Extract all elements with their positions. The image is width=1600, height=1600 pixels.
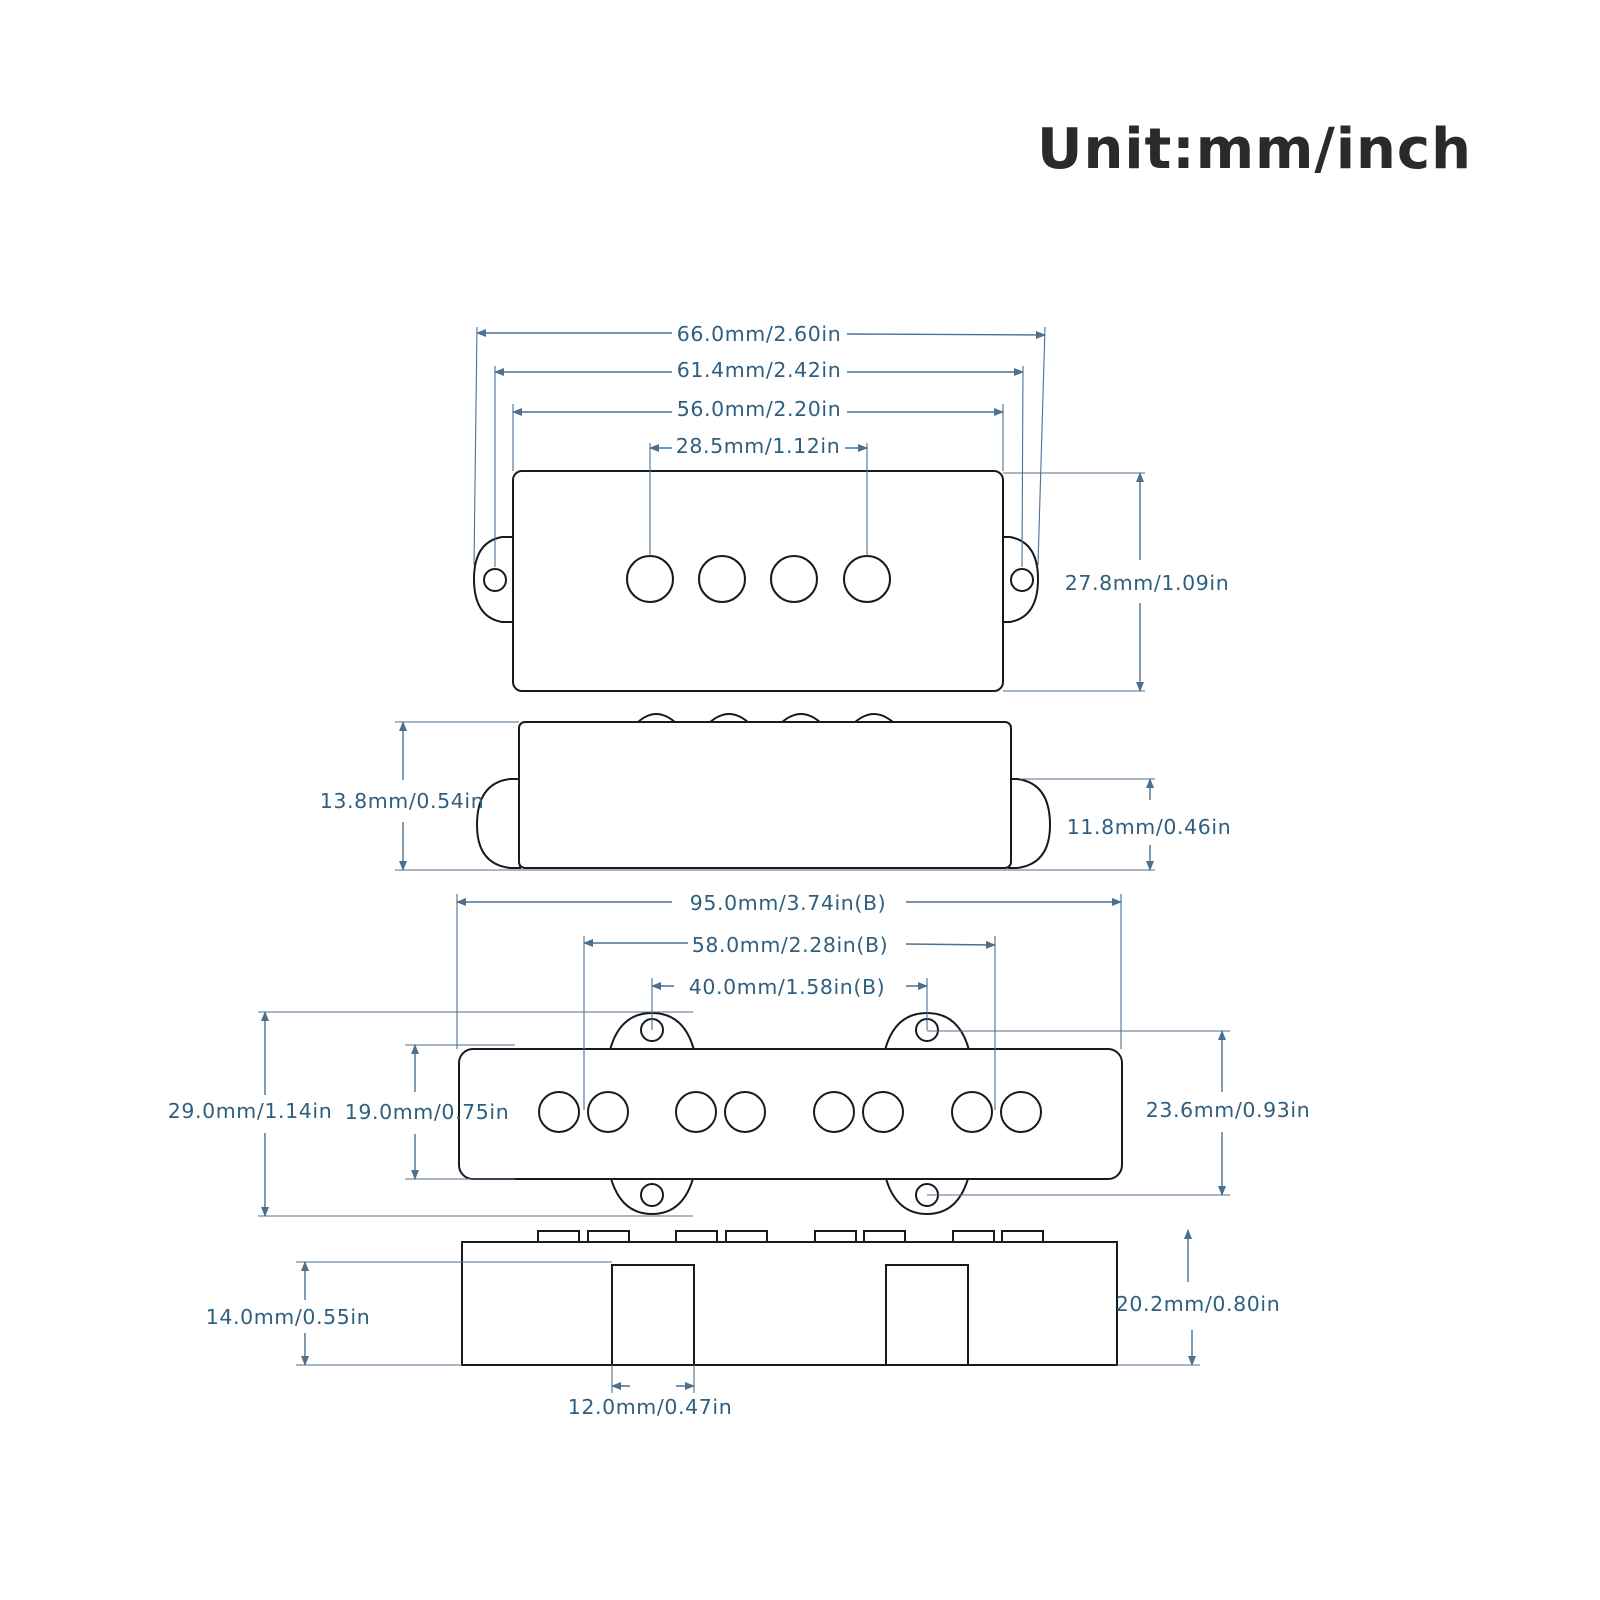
j-bass-depth-with-ears-label: 29.0mm/1.14in bbox=[168, 1099, 333, 1123]
p-bass-right-mount-hole bbox=[1010, 568, 1034, 592]
j-bass-pole-5 bbox=[813, 1091, 855, 1133]
j-bass-top-view bbox=[458, 1011, 1123, 1216]
p-bass-right-ear bbox=[999, 536, 1040, 623]
j-bass-side-view bbox=[461, 1230, 1118, 1366]
p-bass-left-mount-hole bbox=[483, 568, 507, 592]
j-bass-mount-hole-bottom-left bbox=[640, 1183, 664, 1207]
j-bass-cover bbox=[458, 1048, 1123, 1180]
j-bass-leg-width-label: 12.0mm/0.47in bbox=[568, 1395, 733, 1419]
p-bass-dimension-61: 61.4mm/2.42in bbox=[494, 358, 1024, 382]
p-bass-side-right-ear bbox=[1008, 778, 1052, 869]
j-bass-side-pole-6 bbox=[863, 1230, 906, 1243]
j-bass-dimension-leg-width: 12.0mm/0.47in bbox=[568, 1382, 733, 1419]
p-bass-height-ears-label: 11.8mm/0.46in bbox=[1067, 815, 1232, 839]
p-bass-dimension-66: 66.0mm/2.60in bbox=[476, 322, 1046, 346]
p-bass-pole-3 bbox=[770, 555, 818, 603]
p-bass-extension-lines bbox=[473, 326, 1145, 692]
p-bass-pole-2 bbox=[698, 555, 746, 603]
j-bass-depth-body-label: 19.0mm/0.75in bbox=[345, 1100, 510, 1124]
p-bass-left-ear bbox=[472, 536, 515, 623]
p-bass-width-mount-holes-label: 61.4mm/2.42in bbox=[677, 358, 842, 382]
j-bass-pole-3 bbox=[675, 1091, 717, 1133]
p-bass-dimension-28: 28.5mm/1.12in bbox=[649, 434, 868, 458]
p-bass-width-body-label: 56.0mm/2.20in bbox=[677, 397, 842, 421]
j-bass-pole-4 bbox=[724, 1091, 766, 1133]
p-bass-dimension-height-total: 13.8mm/0.54in bbox=[320, 721, 485, 871]
j-bass-pole-1 bbox=[538, 1091, 580, 1133]
p-bass-dimension-depth: 27.8mm/1.09in bbox=[1065, 472, 1230, 692]
j-bass-side-leg-right bbox=[885, 1264, 969, 1366]
j-bass-dimension-height-total: 20.2mm/0.80in bbox=[1116, 1229, 1281, 1366]
j-bass-side-pole-7 bbox=[952, 1230, 995, 1243]
j-bass-dimension-29: 29.0mm/1.14in bbox=[168, 1011, 333, 1217]
p-bass-width-overall-label: 66.0mm/2.60in bbox=[677, 322, 842, 346]
j-bass-extension-lines bbox=[258, 894, 1230, 1217]
j-bass-pole-8 bbox=[1000, 1091, 1042, 1133]
j-bass-side-pole-4 bbox=[725, 1230, 768, 1243]
j-bass-dimension-40: 40.0mm/1.58in(B) bbox=[651, 975, 928, 999]
p-bass-side-body bbox=[518, 721, 1012, 869]
p-bass-top-view bbox=[472, 470, 1040, 692]
j-bass-dimension-58: 58.0mm/2.28in(B) bbox=[583, 933, 996, 957]
j-bass-width-pole-span-label: 58.0mm/2.28in(B) bbox=[692, 933, 888, 957]
p-bass-cover bbox=[512, 470, 1004, 692]
j-bass-side-pole-8 bbox=[1001, 1230, 1044, 1243]
j-bass-pole-7 bbox=[951, 1091, 993, 1133]
p-bass-dimension-height-ears: 11.8mm/0.46in bbox=[1067, 778, 1232, 871]
j-bass-side-pole-1 bbox=[537, 1230, 580, 1243]
j-bass-dimension-19: 19.0mm/0.75in bbox=[345, 1044, 510, 1180]
j-bass-pole-2 bbox=[587, 1091, 629, 1133]
unit-title: Unit:mm/inch bbox=[1037, 117, 1472, 182]
p-bass-depth-label: 27.8mm/1.09in bbox=[1065, 571, 1230, 595]
p-bass-pole-span-label: 28.5mm/1.12in bbox=[676, 434, 841, 458]
p-bass-side-extension-lines bbox=[395, 721, 1155, 871]
j-bass-width-mount-spacing-label: 40.0mm/1.58in(B) bbox=[689, 975, 885, 999]
j-bass-mount-ear-bottom-left bbox=[608, 1174, 696, 1216]
j-bass-width-overall-label: 95.0mm/3.74in(B) bbox=[690, 891, 886, 915]
j-bass-side-pole-2 bbox=[587, 1230, 630, 1243]
j-bass-side-body bbox=[461, 1241, 1118, 1366]
p-bass-side-view bbox=[475, 713, 1052, 869]
j-bass-dimension-95: 95.0mm/3.74in(B) bbox=[456, 891, 1122, 915]
j-bass-pole-6 bbox=[862, 1091, 904, 1133]
j-bass-side-leg-left bbox=[611, 1264, 695, 1366]
p-bass-side-left-ear bbox=[475, 778, 521, 869]
j-bass-dimension-leg-height: 14.0mm/0.55in bbox=[206, 1261, 371, 1366]
j-bass-side-pole-3 bbox=[675, 1230, 718, 1243]
j-bass-side-pole-5 bbox=[814, 1230, 857, 1243]
j-bass-height-total-label: 20.2mm/0.80in bbox=[1116, 1292, 1281, 1316]
j-bass-leg-height-label: 14.0mm/0.55in bbox=[206, 1305, 371, 1329]
j-bass-mount-hole-spacing-label: 23.6mm/0.93in bbox=[1146, 1098, 1311, 1122]
j-bass-side-extension-lines bbox=[296, 1261, 1200, 1393]
j-bass-dimension-23: 23.6mm/0.93in bbox=[1146, 1030, 1311, 1196]
p-bass-height-total-label: 13.8mm/0.54in bbox=[320, 789, 485, 813]
p-bass-dimension-56: 56.0mm/2.20in bbox=[512, 397, 1004, 421]
